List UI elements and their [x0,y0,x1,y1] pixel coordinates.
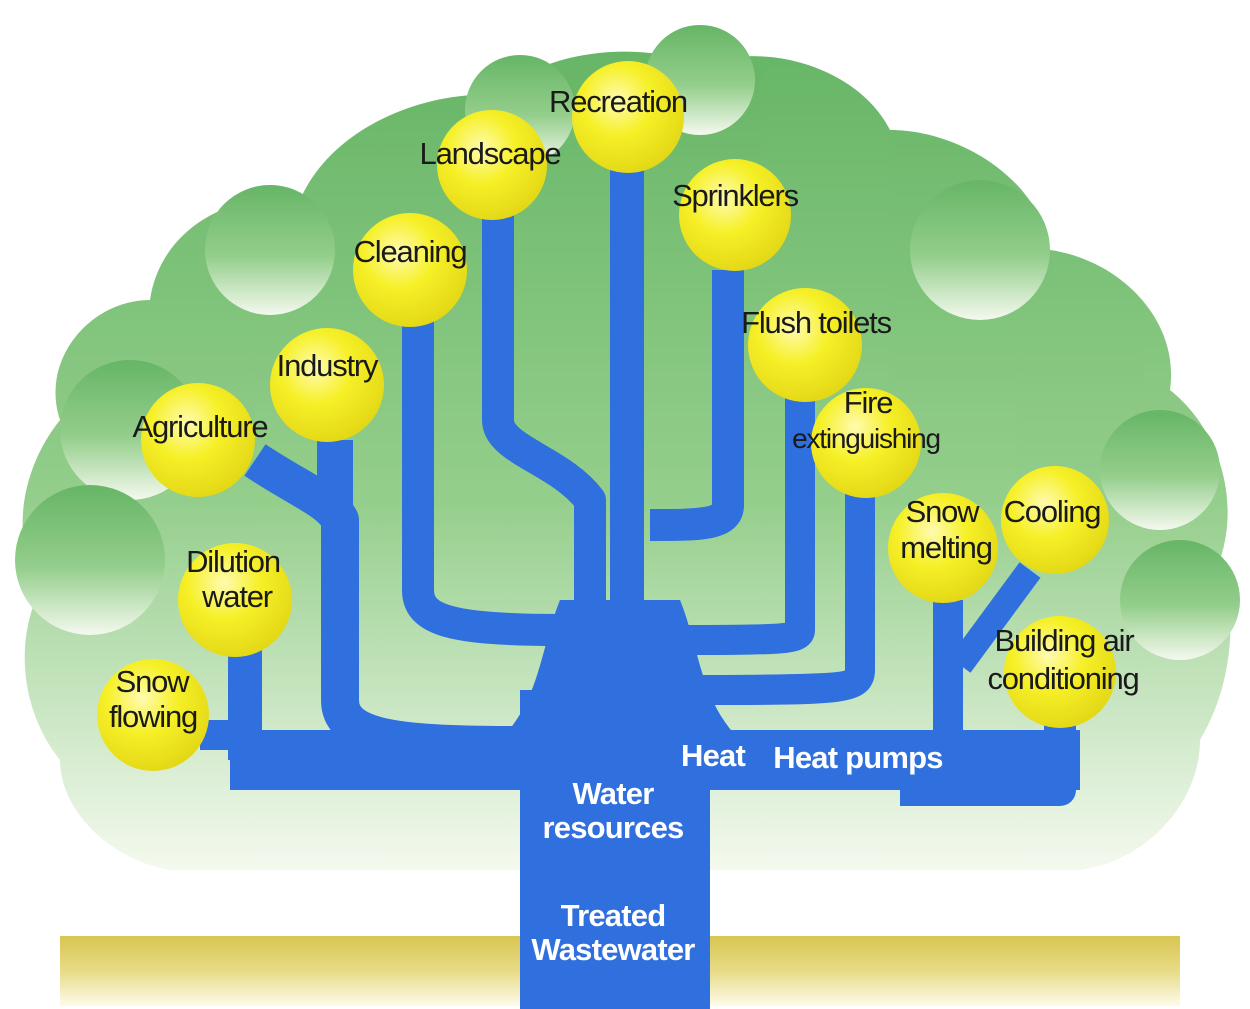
node-industry [270,328,384,442]
label-sprinklers: Sprinklers [672,178,799,213]
label-industry: Industry [277,348,379,383]
pipe-agriculture [244,444,521,764]
label-snow-flowing-line2: flowing [109,699,197,734]
node-snow-flowing [97,659,209,771]
label-cooling: Cooling [1004,494,1101,529]
label-water-line1: Water [573,776,655,811]
label-treated-line2: Wastewater [531,932,695,967]
pipe-sprinklers [649,270,744,541]
node-dilution-water [178,543,292,657]
node-snow-melting [888,493,998,603]
pipe-landscape [482,215,606,620]
use-nodes [97,61,1116,771]
label-fire-line2: extinguishing [792,423,940,454]
label-flush-toilets: Flush toilets [741,305,891,340]
node-flush-toilets [748,288,862,402]
label-dilution-line2: water [201,579,273,614]
pipe-labels: Heat Heat pumps Water resources Treated … [531,738,943,967]
pipe-flush-toilets [659,395,815,655]
label-heat: Heat [681,738,745,773]
label-heat-pumps: Heat pumps [773,740,942,775]
pipe-cleaning [402,320,561,646]
label-landscape: Landscape [420,136,561,171]
node-sprinklers [679,159,791,271]
label-treated-line1: Treated [561,898,666,933]
label-fire-line1: Fire [844,385,893,420]
node-building-ac [1004,616,1116,728]
use-labels: Recreation Landscape Sprinklers Cleaning… [109,84,1140,734]
pipe-network [200,170,1080,1009]
node-recreation [572,61,684,173]
label-dilution-line1: Dilution [186,544,280,579]
node-cleaning [353,213,467,327]
node-cooling [1001,466,1109,574]
label-building-ac-line2: conditioning [987,661,1138,696]
pipe-cooling [949,562,1041,673]
node-fire-extinguishing [811,388,921,498]
label-agriculture: Agriculture [133,409,268,444]
label-cleaning: Cleaning [354,234,467,269]
node-agriculture [141,383,255,497]
pipe-building-ac [900,720,1076,806]
label-snow-melting-line1: Snow [906,494,981,529]
pipe-fire [689,490,875,705]
node-landscape [437,110,547,220]
label-snow-melting-line2: melting [900,530,992,565]
label-water-line2: resources [542,810,683,845]
label-building-ac-line1: Building air [995,623,1135,658]
label-snow-flowing-line1: Snow [116,664,191,699]
label-recreation: Recreation [549,84,687,119]
